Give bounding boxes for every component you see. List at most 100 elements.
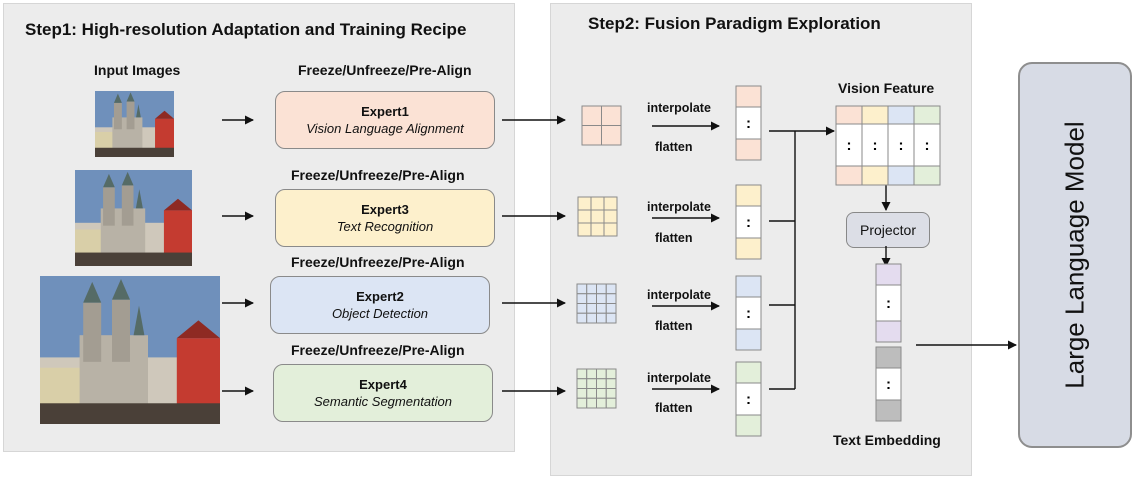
patch-cell-3 [576,303,588,314]
patch-cell-3 [605,303,617,314]
patch-cell-3 [586,283,597,295]
flatten-label-1: flatten [655,140,693,154]
patch-cell-2 [603,209,618,224]
patch-cell-4 [576,378,588,389]
spire-right [121,171,134,186]
patch-cell-4 [596,378,607,389]
projector-box: Projector [846,212,930,248]
patch-cell-4 [605,368,617,380]
input-image-small [95,91,174,157]
token-ellipsis: : [746,214,751,231]
token-ellipsis: : [746,115,751,132]
red-building [163,210,192,255]
vision-feature-cell [887,165,915,186]
projected-tokens: : [875,263,902,343]
expert2-box: Expert2 Object Detection [270,276,490,334]
patch-cell-4 [586,368,597,380]
patch-cell-2 [603,196,618,211]
text-embedding-tokens: : [875,346,902,422]
token-ellipsis: : [746,305,751,322]
interpolate-label-3: interpolate [647,288,711,302]
patch-cell-4 [576,368,588,380]
patch-cell-1 [601,125,622,146]
vision-feature-ellipsis: : [847,137,852,154]
input-image-medium [75,170,192,266]
spire-small [136,104,141,118]
red-roof [163,198,192,211]
patch-cell-3 [596,283,607,295]
crowd [40,403,220,424]
patch-cell-3 [576,283,588,295]
input-images-label: Input Images [94,62,181,78]
expert4-name: Expert4 [359,377,407,392]
patch-cell-2 [590,209,605,224]
tower-right [126,101,135,130]
freeze-label-3: Freeze/Unfreeze/Pre-Align [291,254,465,270]
crowd [75,252,192,266]
interpolate-label-2: interpolate [647,200,711,214]
crowd [95,147,174,157]
patch-cell-2 [577,222,592,237]
patch-cell-4 [586,388,597,399]
patch-cell-3 [596,312,607,324]
vision-feature-ellipsis: : [925,137,930,154]
patch-cell-4 [586,397,597,409]
patch-cell-1 [601,105,622,126]
red-roof [176,320,220,339]
expert3-box: Expert3 Text Recognition [275,189,495,247]
freeze-label-2: Freeze/Unfreeze/Pre-Align [291,167,465,183]
token-column-3: : [735,275,762,351]
interpolate-label-1: interpolate [647,101,711,115]
patch-cell-1 [581,125,602,146]
patch-cell-4 [576,397,588,409]
expert2-task: Object Detection [331,306,429,321]
vision-feature-cell [835,105,863,125]
expert1-name: Expert1 [361,104,409,119]
spire-small [135,189,143,209]
token-top [735,184,762,207]
vision-feature-cell [913,165,941,186]
patch-cell-4 [586,378,597,389]
tower-left [113,102,122,130]
patch-cell-1 [581,105,602,126]
step1-title: Step1: High-resolution Adaptation and Tr… [25,20,467,39]
patch-cell-3 [605,293,617,304]
vision-feature-ellipsis: : [899,137,904,154]
token-middle [735,106,762,140]
expert3-task: Text Recognition [336,219,434,234]
patch-cell-2 [590,196,605,211]
vision-feature-label: Vision Feature [838,80,935,96]
vision-feature-cell [887,105,915,125]
spire-left [83,281,102,303]
patch-cell-3 [605,283,617,295]
vision-feature-cell [861,165,889,186]
token-bottom [875,320,902,343]
freeze-label-4: Freeze/Unfreeze/Pre-Align [291,342,465,358]
spire-right [112,278,130,300]
vision-feature-cell [913,123,941,167]
tower-left [103,187,115,226]
vision-feature-ellipsis: : [873,137,878,154]
red-building [176,338,220,407]
patch-cell-2 [603,222,618,237]
step2-title: Step2: Fusion Paradigm Exploration [588,14,881,33]
interpolate-label-4: interpolate [647,371,711,385]
expert4-box: Expert4 Semantic Segmentation [273,364,493,422]
patch-cell-3 [605,312,617,324]
vision-feature-cell [861,105,889,125]
vision-feature-cell [835,165,863,186]
token-top [735,361,762,384]
tower-right [112,299,130,362]
patch-cell-4 [596,397,607,409]
flatten-label-4: flatten [655,401,693,415]
left-building [95,131,118,150]
token-column-1: : [735,85,762,161]
expert4-task: Semantic Segmentation [313,394,453,409]
patch-cell-3 [586,303,597,314]
token-middle [735,296,762,330]
token-ellipsis: : [886,376,891,393]
patch-cell-3 [576,312,588,324]
patch-cell-4 [596,388,607,399]
token-bottom [735,237,762,260]
patch-cell-4 [596,368,607,380]
